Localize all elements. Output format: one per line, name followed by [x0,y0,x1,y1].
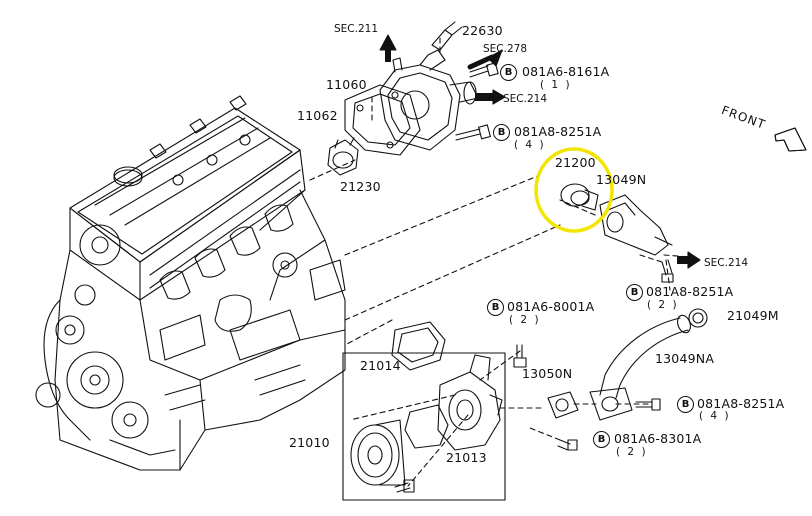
label-sec278: SEC.278 [483,43,528,55]
label-081a8-8251a-bot: 081A8-8251A [697,396,785,411]
leader-lines [309,37,691,487]
bolt-marker-icon: B [593,431,610,448]
label-11062: 11062 [297,108,338,123]
label-081a6-8001a: 081A6-8001A [507,299,595,314]
label-21200: 21200 [555,155,596,170]
label-qty-1: ( 1 ) [540,79,572,91]
bolt-marker-icon: B [493,124,510,141]
water-pump-assembly [342,321,506,501]
label-sec211: SEC.211 [334,23,379,35]
label-21013: 21013 [446,450,487,465]
label-13050n: 13050N [522,366,573,381]
section-arrows [379,34,701,269]
label-11060: 11060 [326,77,367,92]
highlight-circle [534,147,614,233]
label-081a8-8251a-mid: 081A8-8251A [646,284,734,299]
engine-assembly [35,95,346,471]
label-081a6-8301a: 081A6-8301A [614,431,702,446]
label-13049n: 13049N [596,172,647,187]
label-qty-4-top: ( 4 ) [514,139,546,151]
label-21230: 21230 [340,179,381,194]
bolt-marker-icon: B [487,299,504,316]
label-081a6-8161a: 081A6-8161A [522,64,610,79]
label-21010: 21010 [289,435,330,450]
label-qty-2-left: ( 2 ) [509,314,541,326]
label-21014: 21014 [360,358,401,373]
bolt-marker-icon: B [500,64,517,81]
label-081a8-8251a-top: 081A8-8251A [514,124,602,139]
thermostat-outlet [560,183,674,283]
front-arrow-icon [774,127,807,152]
bolt-marker-icon: B [677,396,694,413]
label-sec214-right: SEC.214 [704,257,749,269]
label-sec214-top: SEC.214 [503,93,548,105]
label-21049m: 21049M [727,308,779,323]
label-qty-4-bot: ( 4 ) [699,410,731,422]
thermostat-housing [327,21,499,176]
label-qty-2-mid: ( 2 ) [647,299,679,311]
label-22630: 22630 [462,23,503,38]
inlet-pipe [513,308,708,451]
label-qty-2-bot: ( 2 ) [616,446,648,458]
bolt-marker-icon: B [626,284,643,301]
label-13049na: 13049NA [655,351,715,366]
